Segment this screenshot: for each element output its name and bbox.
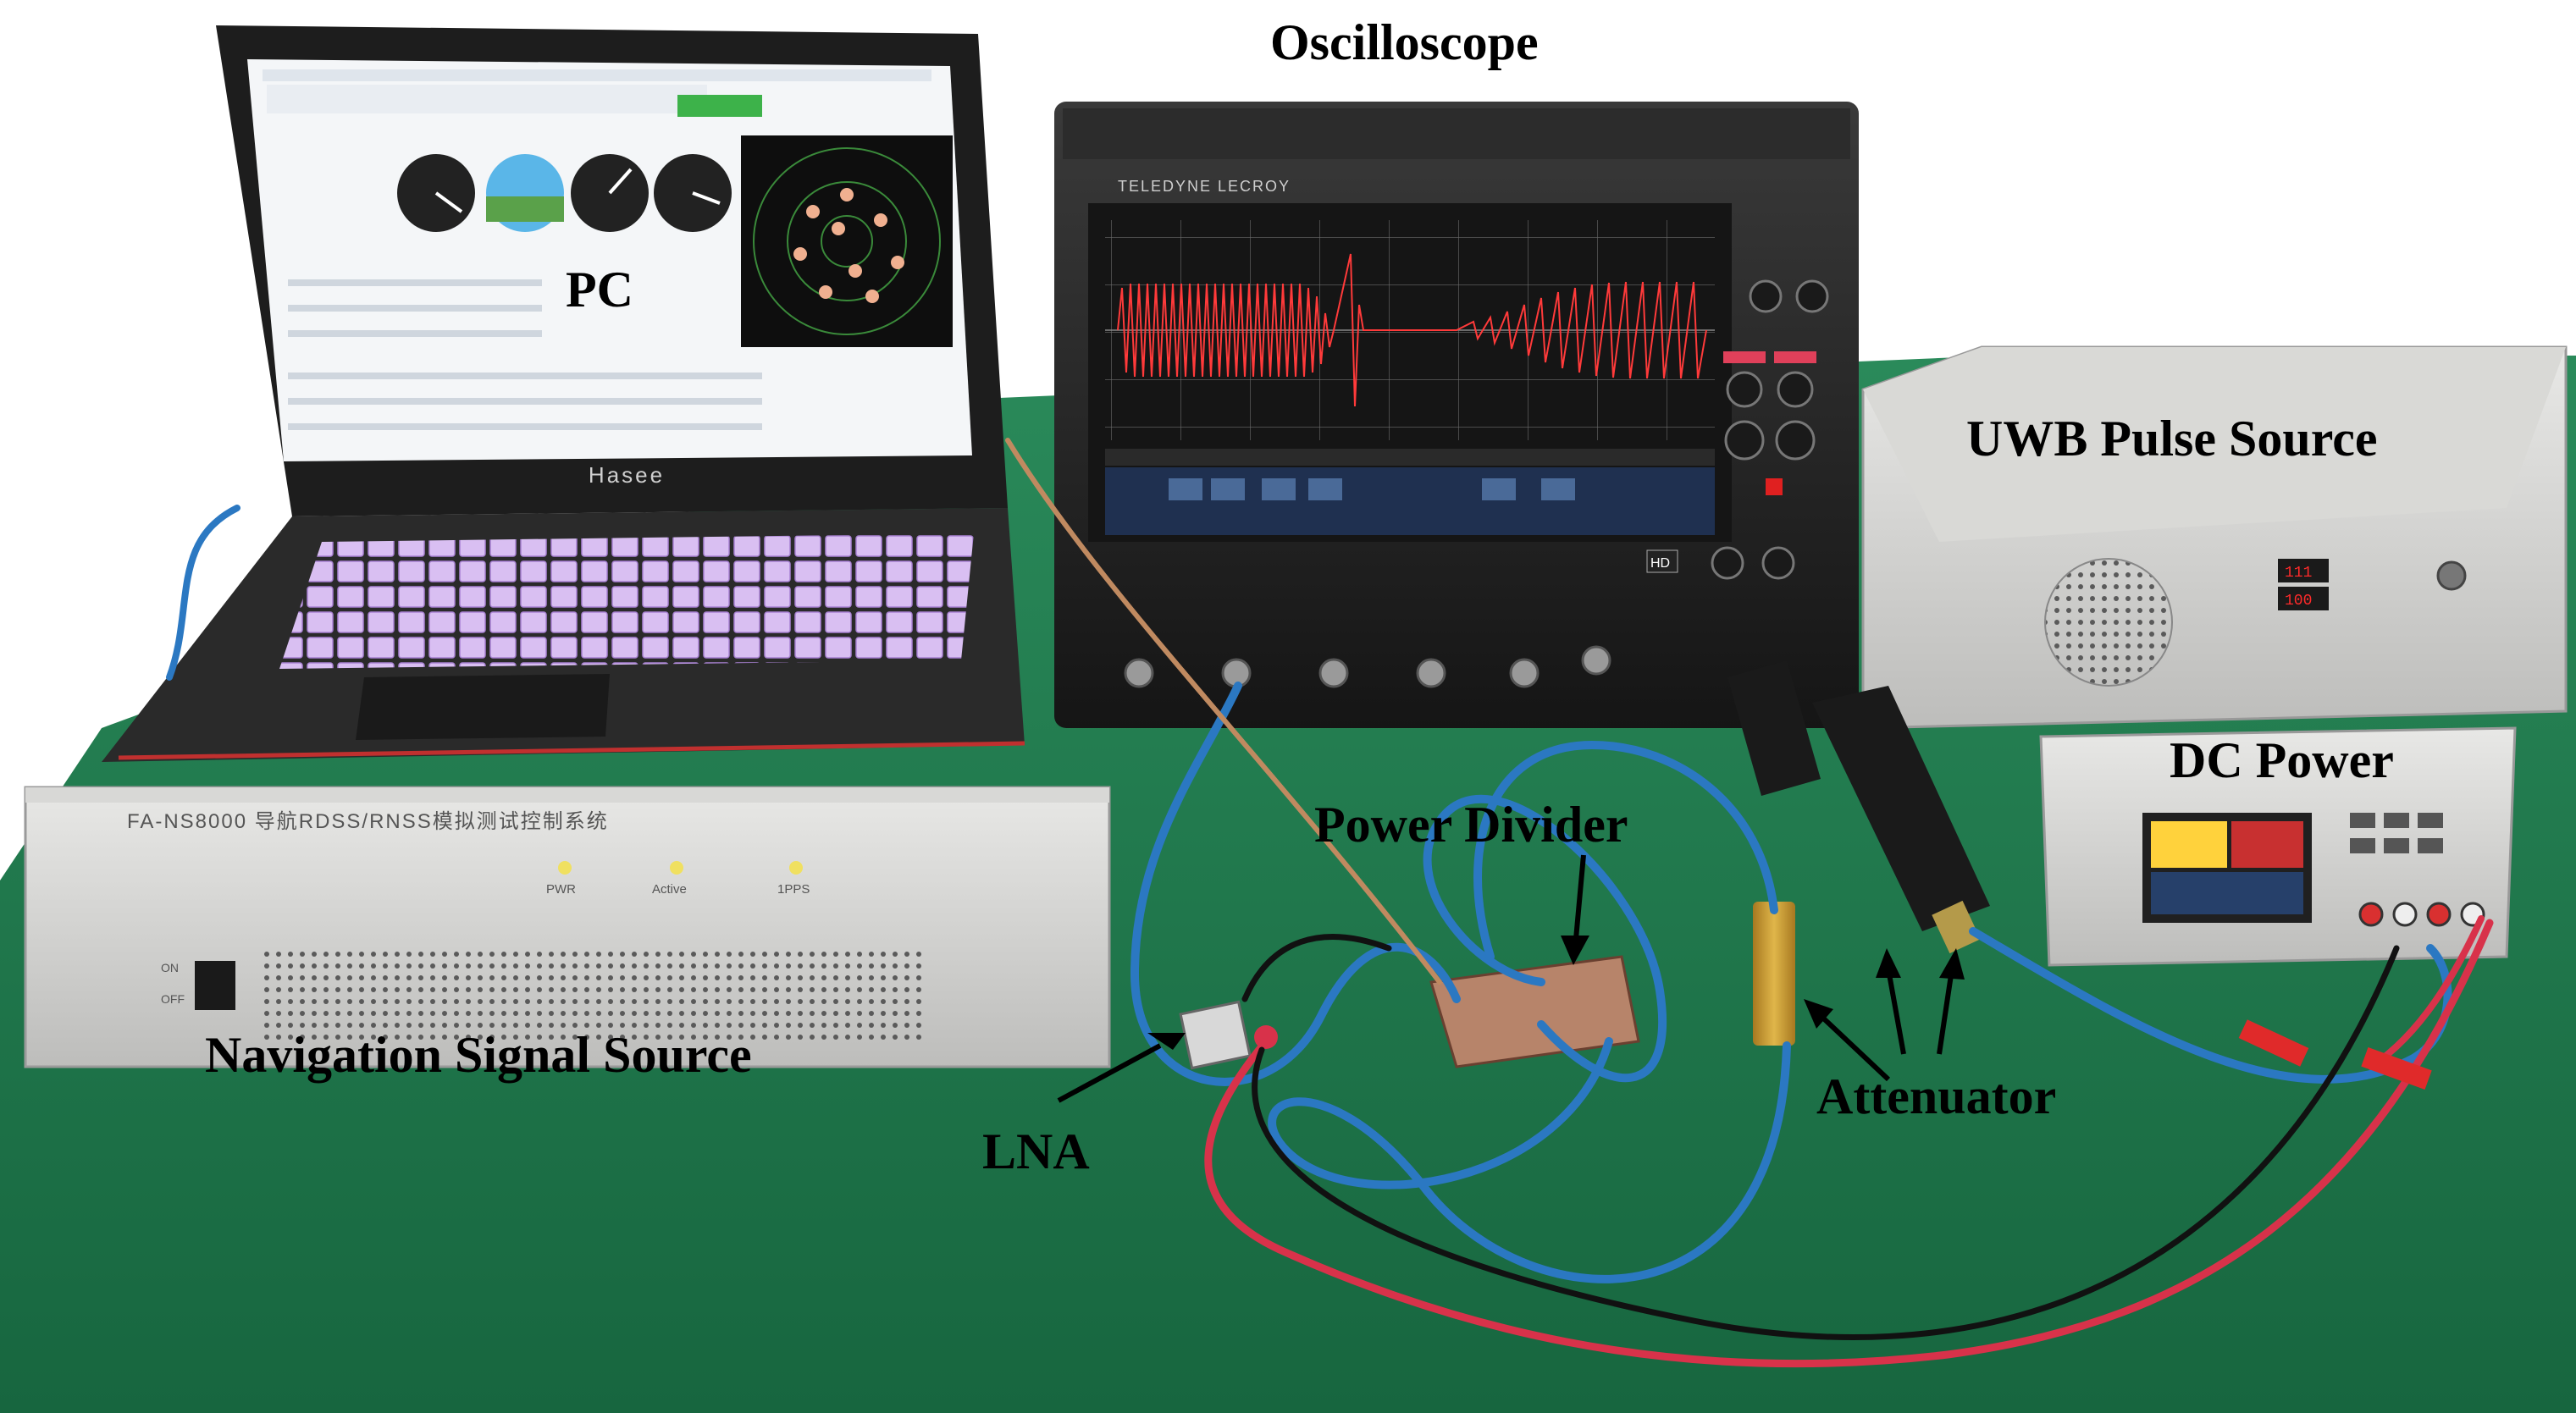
oscilloscope-brand: TELEDYNE LECROY <box>1118 178 1291 195</box>
label-lna: LNA <box>982 1123 1090 1179</box>
svg-text:100: 100 <box>2285 593 2312 610</box>
cable-tag-2 <box>2361 1047 2432 1090</box>
label-uwb-pulse-source: UWB Pulse Source <box>1966 411 2378 466</box>
label-oscilloscope: Oscilloscope <box>1270 14 1539 70</box>
label-pc: PC <box>566 262 633 317</box>
nav-led-label-pwr: PWR <box>546 882 576 897</box>
label-attenuator: Attenuator <box>1816 1068 2057 1124</box>
oscilloscope-unit: TELEDYNE LECROY HD <box>1054 102 1859 728</box>
nav-switch-on-label: ON <box>161 961 179 974</box>
oscilloscope-waveform <box>1117 253 1707 407</box>
navigation-signal-source-unit: FA-NS8000 导航RDSS/RNSS模拟测试控制系统 PWR Active… <box>24 786 1111 1068</box>
power-divider-board <box>1429 955 1640 1068</box>
lna-module <box>1179 1000 1278 1070</box>
svg-text:111: 111 <box>2285 565 2312 582</box>
dc-power-supply-unit <box>2039 726 2517 967</box>
nav-switch-off-label: OFF <box>161 992 185 1006</box>
inline-brass-attenuator <box>1753 902 1795 1046</box>
oscilloscope-hd-badge: HD <box>1650 556 1670 571</box>
label-power-divider: Power Divider <box>1314 797 1628 853</box>
cable-tag-1 <box>2238 1019 2309 1067</box>
attenuators <box>1727 660 1990 954</box>
nav-led-label-1pps: 1PPS <box>777 882 810 897</box>
skyplot-panel <box>741 135 953 347</box>
label-navigation-signal-source: Navigation Signal Source <box>205 1027 752 1083</box>
laptop-brand-logo: Hasee <box>589 462 665 488</box>
nav-led-label-active: Active <box>652 882 687 897</box>
laptop: Hasee <box>102 25 1025 762</box>
cables <box>166 438 2494 1368</box>
uwb-pulse-source-unit: 111 100 <box>1861 345 2568 730</box>
annotation-arrows <box>1057 854 1965 1103</box>
label-dc-power: DC Power <box>2170 732 2394 788</box>
nav-source-model-text: FA-NS8000 导航RDSS/RNSS模拟测试控制系统 <box>127 810 609 833</box>
